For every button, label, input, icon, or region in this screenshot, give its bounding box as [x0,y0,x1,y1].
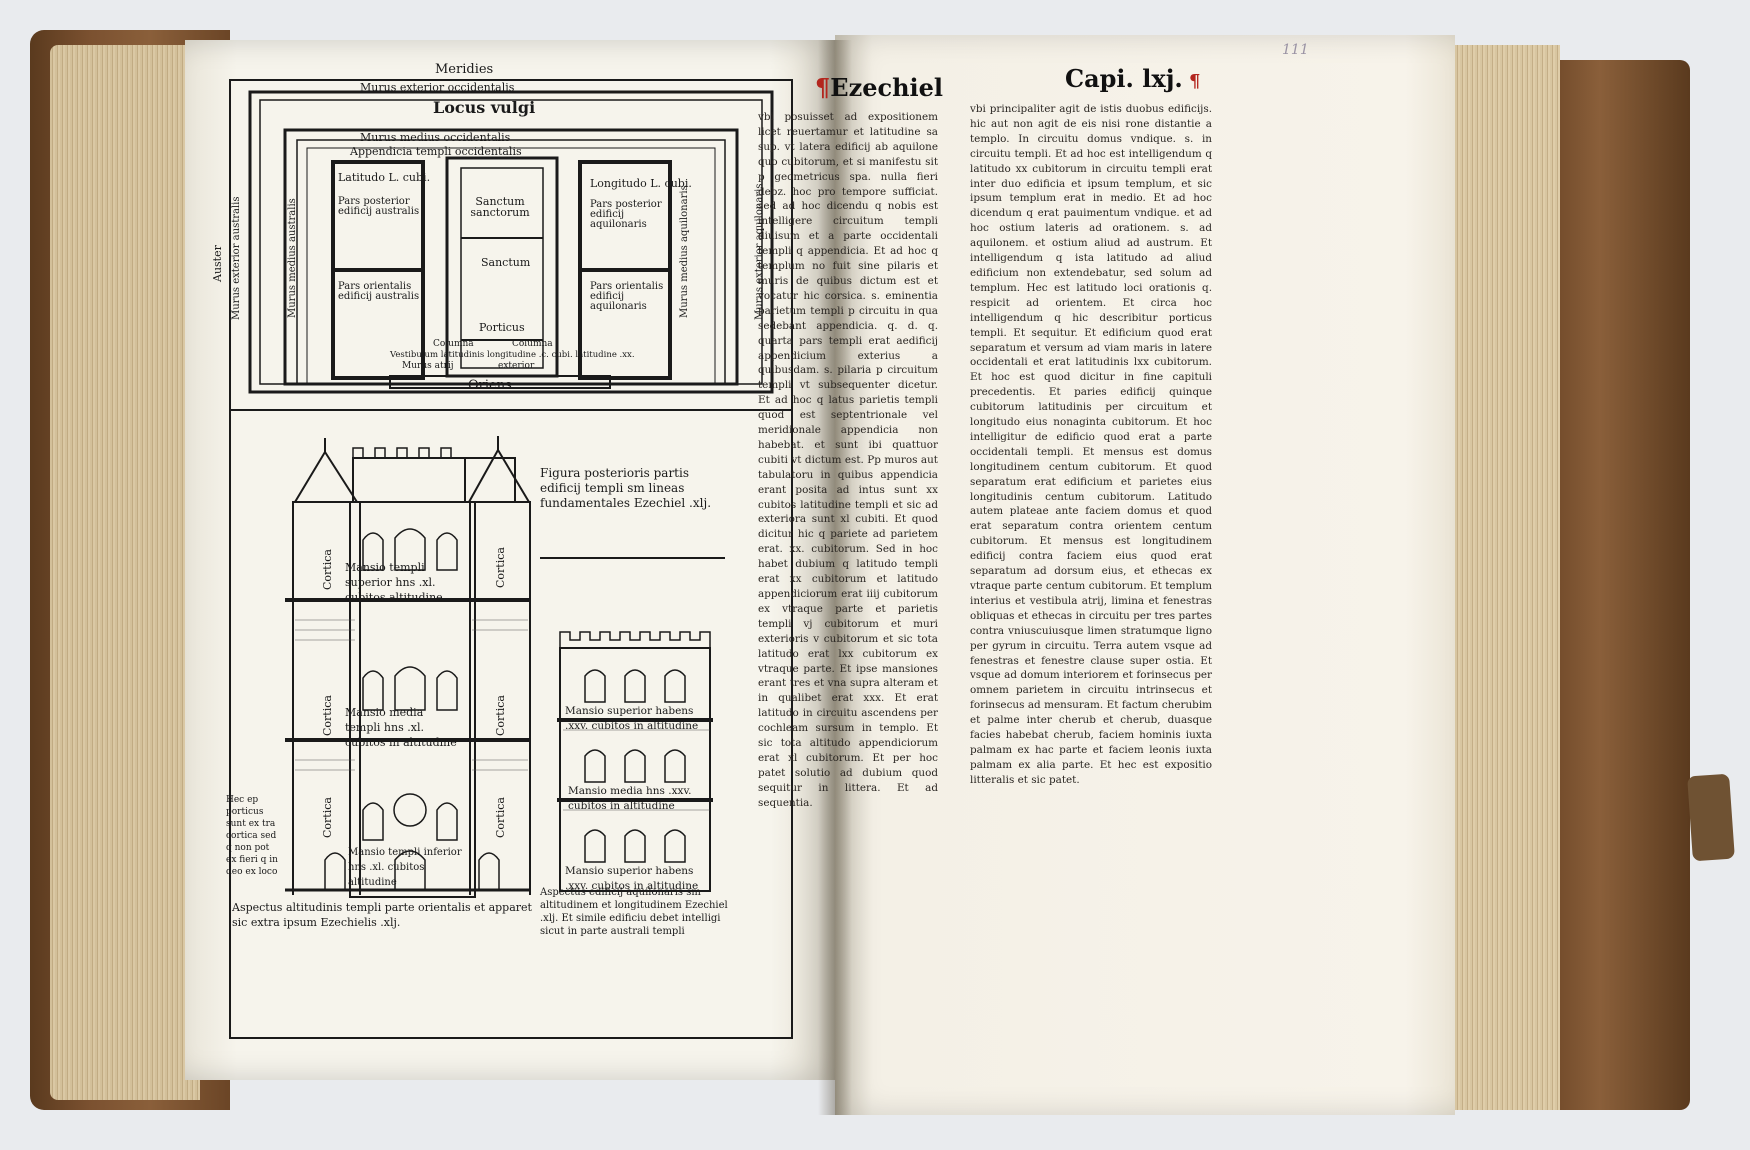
right-cover [1540,60,1690,1110]
tower-side-note: Hec ep porticus sunt ex tra cortica sed … [226,795,278,877]
label-latitudo-left: Latitudo L. cubi. [338,171,431,184]
tower-label-media: Mansio media templi hns .xl. cubitos in … [345,706,457,749]
label-vestibulum: Vestibulum latitudinis longitudine .c. c… [390,350,635,360]
label-pars-orientalis-left: Pars orientalis edificij australis [338,281,420,302]
text-column-1: vbi posuisset ad expositionem licet reue… [758,110,938,850]
label-pars-posterior-left: Pars posterior edificij australis [338,196,420,217]
tower-label-inferior: Mansio templi inferior hns .xl. cubitos … [348,847,462,888]
tower-label-superior: Mansio templi superior hns .xl. cubitos … [345,561,443,604]
label-murus-medius-australis: Murus medius australis [287,198,298,318]
label-sanctum: Sanctum [481,256,531,269]
label-middle-wall-top: Murus medius occidentalis [360,131,511,144]
label-murus-medius-aquilonaris: Murus medius aquilonaris [679,185,690,318]
label-longitudo-right: Longitudo L. cubi. [590,177,692,190]
caption-bottom-left: Aspectus altitudinis templi parte orient… [232,901,532,929]
caption-figura: Figura posterioris partis edificij templ… [540,466,712,510]
text-column-2: vbi principaliter agit de istis duobus e… [970,102,1212,850]
label-appendix-top: Appendicia templi occidentalis [350,145,522,158]
right-page [835,35,1455,1115]
clasp-remnant [1687,773,1735,862]
cortica-label-2: Cortica [494,547,507,588]
small-tower-label-superior: Mansio superior habens .xxv. cubitos in … [565,705,699,732]
label-pars-orientalis-right: Pars orientalis edificij aquilonaris [590,281,664,312]
label-meridies: Meridies [435,62,494,77]
small-tower-label-media: Mansio media hns .xxv. cubitos in altitu… [568,785,692,812]
cortica-label-1: Cortica [321,549,334,590]
label-murus-atrij: Murus atrij [402,361,454,371]
label-locus-vulgi: Locus vulgi [433,98,536,117]
label-pars-posterior-right: Pars posterior edificij aquilonaris [590,199,662,230]
cortica-label-4: Cortica [494,695,507,736]
label-auster: Auster [211,245,224,282]
cortica-label-3: Cortica [321,695,334,736]
label-columna-right: Columna [512,339,553,349]
right-page-edges [1455,45,1560,1110]
label-porticus: Porticus [479,321,525,334]
running-head-left: ¶Ezechiel [815,73,944,102]
text-column-2-body: vbi principaliter agit de istis duobus e… [970,103,1212,786]
caption-bottom-right: Aspectus edificij aquilonaris sm altitud… [540,887,728,937]
label-exterior: exterior [498,361,535,371]
text-column-1-body: vbi posuisset ad expositionem licet reue… [758,111,938,809]
running-head-right: Capi. lxj. ¶ [1065,64,1201,93]
temple-woodcut [229,79,793,1039]
book-gutter [818,40,852,1115]
small-tower-label-inferior: Mansio superior habens .xxv. cubitos in … [565,865,699,892]
label-columna-left: Columna [433,339,474,349]
cortica-label-6: Cortica [494,797,507,838]
label-oriens: Oriens [468,378,512,393]
label-murus-exterior-australis: Murus exterior australis [231,196,242,321]
cortica-label-5: Cortica [321,797,334,838]
running-head-left-text: Ezechiel [830,73,944,102]
label-outer-wall-top: Murus exterior occidentalis [360,81,515,94]
left-page-edges [50,45,200,1100]
label-sanctum-sanctorum: Sanctum sanctorum [470,195,530,219]
running-head-right-text: Capi. lxj. [1065,64,1183,93]
folio-number: 111 [1282,42,1309,58]
